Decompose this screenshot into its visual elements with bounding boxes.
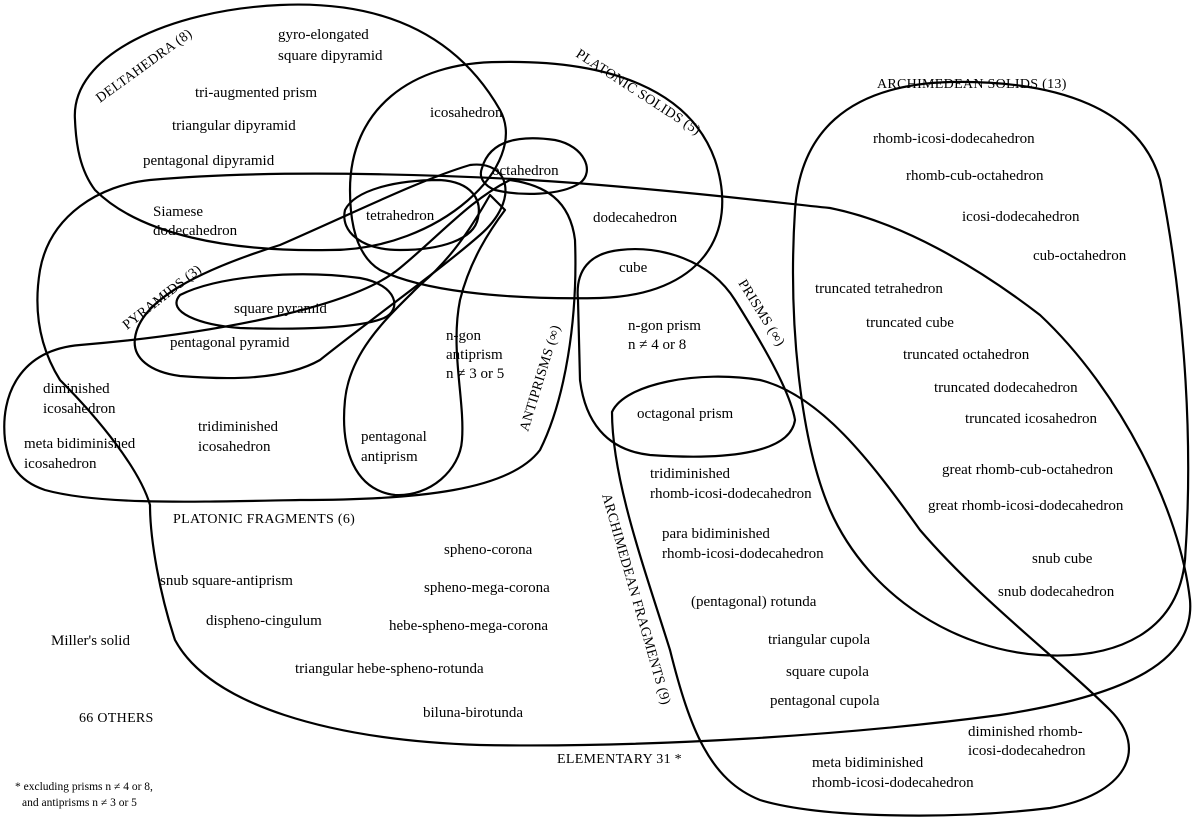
item-truncated-icosahedron: truncated icosahedron xyxy=(965,411,1098,427)
item-triangular-cupola: triangular cupola xyxy=(768,632,870,648)
label-pyramids: PYRAMIDS (3) xyxy=(120,262,205,333)
region-platonic-solids xyxy=(348,60,724,300)
region-antiprisms xyxy=(3,178,577,503)
label-archimedean-fragments: ARCHIMEDEAN FRAGMENTS (9) xyxy=(598,492,673,707)
item-pentagonal-dipyramid: pentagonal dipyramid xyxy=(143,153,275,169)
item-dodecahedron: dodecahedron xyxy=(593,210,678,226)
item-icosahedron: icosahedron xyxy=(430,105,503,121)
region-tetrahedron-loop xyxy=(343,178,480,252)
item-pentagonal-pyramid: pentagonal pyramid xyxy=(170,335,290,351)
item-dispheno-cingulum: dispheno-cingulum xyxy=(206,613,322,629)
item-tri-augmented-prism: tri-augmented prism xyxy=(195,85,317,101)
region-pentagonal-antiprism-loop xyxy=(343,193,507,497)
item-rhomb-icosi-dodecahedron: rhomb-icosi-dodecahedron xyxy=(873,131,1035,147)
item-gyro-elongated-square-dipyramid: gyro-elongated square dipyramid xyxy=(278,27,383,64)
item-rhomb-cub-octahedron: rhomb-cub-octahedron xyxy=(906,168,1044,184)
item-snub-dodecahedron: snub dodecahedron xyxy=(998,584,1115,600)
label-platonic-fragments: PLATONIC FRAGMENTS (6) xyxy=(173,512,355,527)
item-millers-solid: Miller's solid xyxy=(51,633,130,649)
item-square-pyramid: square pyramid xyxy=(234,301,327,317)
item-diminished-icosahedron: diminished icosahedron xyxy=(43,381,116,417)
item-biluna-birotunda: biluna-birotunda xyxy=(423,705,523,721)
item-tridiminished-rhomb-icosi-dodecahedron: tridiminished rhomb-icosi-dodecahedron xyxy=(650,466,812,502)
footnote: * excluding prisms n ≠ 4 or 8, and antip… xyxy=(15,781,156,809)
item-cub-octahedron: cub-octahedron xyxy=(1033,248,1127,264)
item-cube: cube xyxy=(619,260,648,276)
item-para-bidiminished-rhomb-icosi-dodecahedron: para bidiminished rhomb-icosi-dodecahedr… xyxy=(662,526,824,562)
label-archimedean-solids: ARCHIMEDEAN SOLIDS (13) xyxy=(877,77,1067,92)
item-snub-square-antiprism: snub square-antiprism xyxy=(160,573,293,589)
item-snub-cube: snub cube xyxy=(1032,551,1093,567)
item-pentagonal-cupola: pentagonal cupola xyxy=(770,693,880,709)
region-elementary-band xyxy=(36,172,1192,747)
item-ngon-antiprism: n-gon antiprism n ≠ 3 or 5 xyxy=(446,328,506,382)
item-triangular-hebe-spheno-rotunda: triangular hebe-spheno-rotunda xyxy=(295,661,484,677)
region-pyramids xyxy=(133,163,507,380)
region-deltahedra xyxy=(73,3,507,252)
item-octahedron: octahedron xyxy=(492,163,559,179)
item-octagonal-prism: octagonal prism xyxy=(637,406,734,422)
item-siamese-dodecahedron: Siamese dodecahedron xyxy=(153,204,238,239)
item-tetrahedron: tetrahedron xyxy=(366,208,435,224)
item-ngon-prism: n-gon prism n ≠ 4 or 8 xyxy=(628,318,705,353)
region-square-pyramid-loop xyxy=(175,273,396,330)
label-platonic-solids: PLATONIC SOLIDS (5) xyxy=(573,47,703,139)
item-spheno-mega-corona: spheno-mega-corona xyxy=(424,580,550,596)
item-icosi-dodecahedron: icosi-dodecahedron xyxy=(962,209,1080,225)
item-diminished-rhomb-icosi-dodecahedron: diminished rhomb- icosi-dodecahedron xyxy=(968,724,1086,759)
label-antiprisms: ANTIPRISMS (∞) xyxy=(517,323,564,433)
item-pentagonal-antiprism: pentagonal antiprism xyxy=(361,429,431,465)
item-great-rhomb-cub-octahedron: great rhomb-cub-octahedron xyxy=(942,462,1114,478)
item-tridiminished-icosahedron: tridiminished icosahedron xyxy=(198,419,282,455)
region-archimedean-fragments xyxy=(610,375,1130,817)
item-meta-bidiminished-rhomb-icosi-dodecahedron: meta bidiminished rhomb-icosi-dodecahedr… xyxy=(812,755,974,791)
item-meta-bidiminished-icosahedron: meta bidiminished icosahedron xyxy=(24,436,139,472)
item-truncated-octahedron: truncated octahedron xyxy=(903,347,1030,363)
region-prisms xyxy=(576,248,797,458)
item-great-rhomb-icosi-dodecahedron: great rhomb-icosi-dodecahedron xyxy=(928,498,1124,514)
item-truncated-cube: truncated cube xyxy=(866,315,954,331)
item-truncated-dodecahedron: truncated dodecahedron xyxy=(934,380,1078,396)
item-spheno-corona: spheno-corona xyxy=(444,542,533,558)
item-square-cupola: square cupola xyxy=(786,664,869,680)
item-pentagonal-rotunda: (pentagonal) rotunda xyxy=(691,594,817,610)
label-elementary: ELEMENTARY 31 * xyxy=(557,752,682,767)
item-hebe-spheno-mega-corona: hebe-spheno-mega-corona xyxy=(389,618,548,634)
label-deltahedra: DELTAHEDRA (8) xyxy=(94,27,196,107)
item-triangular-dipyramid: triangular dipyramid xyxy=(172,118,296,134)
item-truncated-tetrahedron: truncated tetrahedron xyxy=(815,281,943,297)
region-archimedean-solids xyxy=(791,80,1190,657)
label-others: 66 OTHERS xyxy=(79,711,154,726)
